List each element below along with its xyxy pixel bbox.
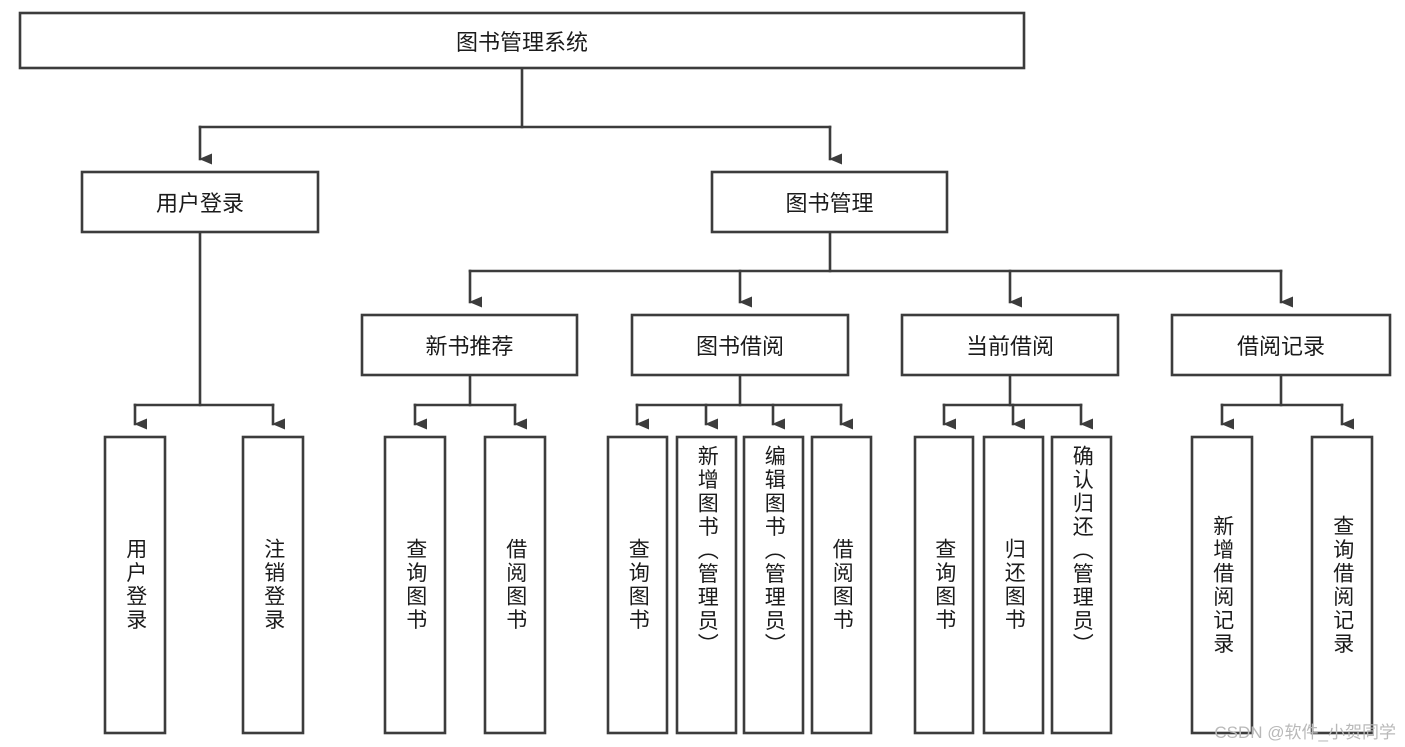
node-box-leaf-add-borrow-record[interactable] xyxy=(1190,435,1254,735)
node-box-current-borrow[interactable] xyxy=(900,313,1120,377)
node-box-leaf-edit-book-admin[interactable] xyxy=(742,435,805,735)
node-box-leaf-query-book-1[interactable] xyxy=(383,435,447,735)
node-box-borrow-record[interactable] xyxy=(1170,313,1392,377)
node-box-leaf-borrow-book-1[interactable] xyxy=(483,435,547,735)
node-box-leaf-user-login[interactable] xyxy=(103,435,167,735)
node-box-leaf-query-book-3[interactable] xyxy=(913,435,975,735)
node-box-book-manage[interactable] xyxy=(710,170,949,234)
node-box-leaf-query-book-2[interactable] xyxy=(606,435,669,735)
node-box-book-borrow[interactable] xyxy=(630,313,850,377)
boxes-group xyxy=(18,11,1392,735)
node-box-user-login[interactable] xyxy=(80,170,320,234)
node-box-leaf-user-logout[interactable] xyxy=(241,435,305,735)
node-box-leaf-query-borrow-record[interactable] xyxy=(1310,435,1374,735)
node-box-root[interactable] xyxy=(18,11,1026,70)
node-box-leaf-return-book[interactable] xyxy=(982,435,1045,735)
edges-group xyxy=(133,66,1354,430)
node-box-leaf-confirm-return-admin[interactable] xyxy=(1050,435,1113,735)
node-box-leaf-add-book-admin[interactable] xyxy=(675,435,738,735)
node-box-leaf-borrow-book-2[interactable] xyxy=(810,435,873,735)
node-box-new-book-recommend[interactable] xyxy=(360,313,579,377)
